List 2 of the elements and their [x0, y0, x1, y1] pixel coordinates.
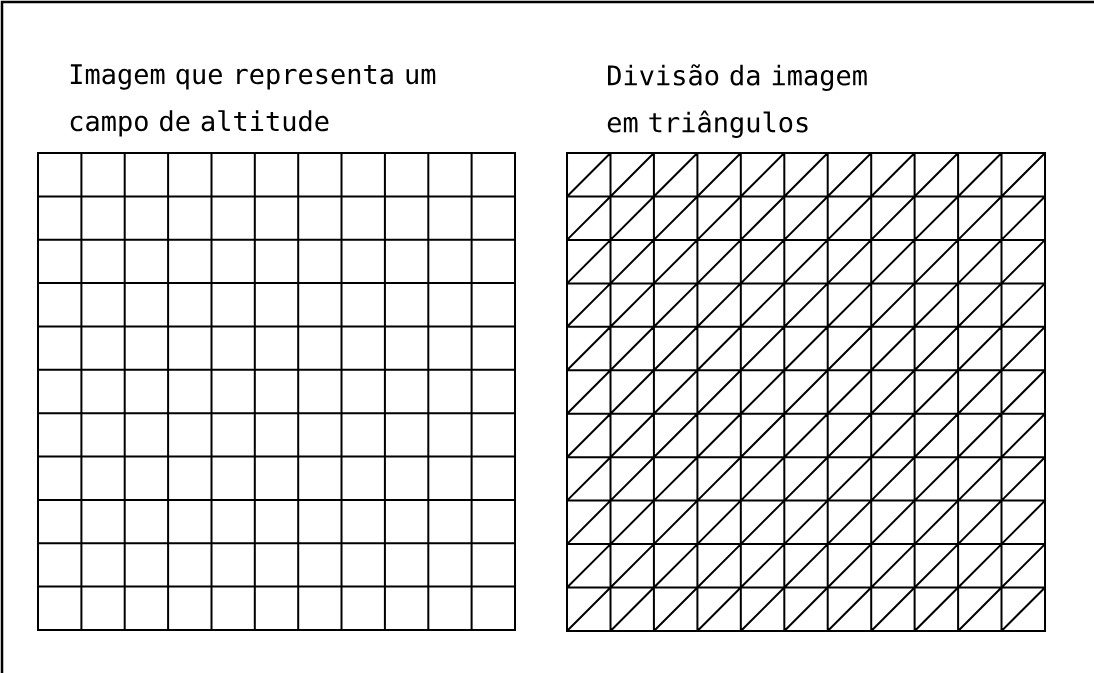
grid-heading: Imagem que representa um campo de altitude [70, 64, 436, 137]
grid-heading: Divisão da imagem em triângulos [607, 64, 867, 138]
